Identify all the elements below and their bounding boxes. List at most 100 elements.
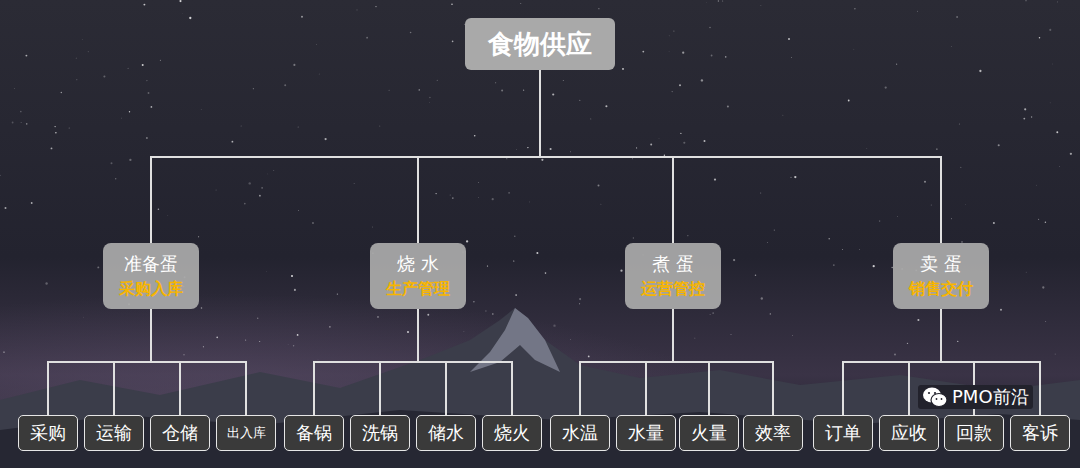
star-dot [261,187,263,189]
star-dot [1056,131,1058,133]
item-box: 效率 [743,415,803,451]
star-dot [722,0,724,2]
star-dot [770,313,771,314]
item-box: 洗锅 [350,415,410,451]
box-subtitle: 采购入库 [119,279,183,299]
star-dot [495,82,496,83]
star-dot [598,8,599,9]
star-dot [514,235,516,237]
item-box: 水量 [616,415,676,451]
star-dot [687,235,689,237]
star-dot [143,4,145,6]
star-dot [620,270,622,272]
star-dot [317,359,319,361]
star-dot [552,93,554,95]
box-title: 储水 [428,422,464,445]
star-dot [782,114,784,116]
star-dot [148,92,150,94]
star-dot [733,259,735,261]
star-dot [993,222,995,224]
star-dot [960,167,961,168]
star-dot [146,137,148,139]
star-dot [437,80,438,81]
star-dot [26,123,28,125]
box-title: 食物供应 [488,28,592,61]
star-dot [389,90,390,91]
star-dot [81,38,83,40]
star-dot [633,237,634,238]
star-dot [1023,118,1025,120]
box-title: 备锅 [296,422,332,445]
watermark-text: PMO前沿 [952,385,1029,409]
star-dot [1070,153,1072,155]
star-dot [569,339,571,341]
star-dot [515,294,517,296]
star-dot [377,316,379,318]
tree-connector [540,70,941,243]
star-dot [452,197,454,199]
star-dot [842,249,844,251]
star-dot [506,158,507,159]
star-dot [718,0,719,1]
star-dot [1039,37,1040,38]
box-title: 烧火 [494,422,530,445]
item-box: 储水 [416,415,476,451]
star-dot [636,147,637,148]
star-dot [600,203,602,205]
box-title: 应收 [891,422,927,445]
tree-connector [380,309,418,415]
star-dot [605,105,607,107]
star-dot [372,226,374,228]
star-dot [680,133,681,134]
star-dot [508,192,510,194]
star-dot [167,215,169,217]
item-box: 客诉 [1010,415,1070,451]
star-dot [183,354,184,355]
tree-connector [314,309,418,415]
star-dot [61,92,63,94]
wechat-icon [922,386,948,408]
box-title: 准备蛋 [124,253,178,276]
box-title: 回款 [956,422,992,445]
star-dot [755,275,756,276]
star-dot [936,148,937,149]
star-dot [650,144,652,146]
tree-connector [941,309,1040,415]
star-dot [668,50,670,52]
star-dot [854,8,855,9]
box-subtitle: 运营管控 [641,279,705,299]
star-dot [485,310,486,311]
star-dot [435,193,436,194]
box-title: 采购 [30,422,66,445]
star-dot [710,314,711,315]
star-dot [298,210,300,212]
star-dot [673,30,674,31]
star-dot [853,48,855,50]
star-dot [730,334,732,336]
item-box: 运输 [84,415,144,451]
star-dot [632,158,634,160]
item-box: 火量 [679,415,739,451]
item-box: 烧火 [482,415,542,451]
star-dot [536,252,538,254]
star-dot [312,222,314,224]
star-dot [790,177,791,178]
star-dot [257,318,258,319]
star-dot [1056,1,1058,3]
star-dot [97,266,99,268]
star-dot [907,343,908,344]
star-dot [492,198,494,200]
tree-connector [151,309,246,415]
star-dot [103,75,105,77]
category-box: 烧 水生产管理 [370,243,466,309]
star-dot [478,197,480,199]
star-dot [353,183,355,185]
star-dot [158,209,160,211]
star-dot [0,175,1,176]
star-dot [704,140,706,142]
box-title: 客诉 [1022,422,1058,445]
star-dot [87,51,89,53]
star-dot [1038,219,1039,220]
star-dot [487,265,488,266]
star-dot [474,135,476,137]
